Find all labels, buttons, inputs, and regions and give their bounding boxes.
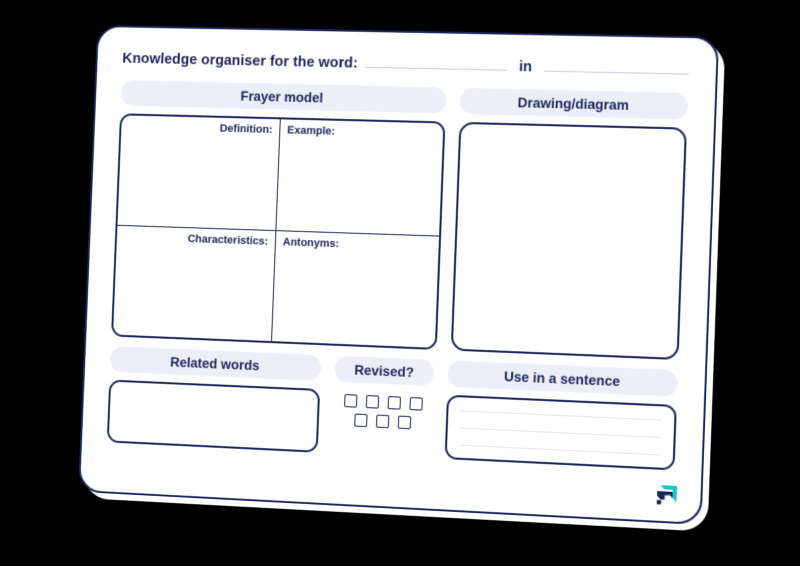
revised-checkbox-row-1 [343, 394, 423, 411]
frayer-cell-antonyms[interactable]: Antonyms: [282, 235, 340, 250]
section-header-drawing-diagram: Drawing/diagram [459, 87, 689, 120]
frayer-cell-definition[interactable]: Definition: [117, 115, 281, 230]
frayer-row-bottom: Characteristics: Antonyms: [113, 225, 439, 348]
revised-checkbox[interactable] [397, 415, 411, 430]
section-header-related-words: Related words [109, 346, 322, 382]
header-connector-label: in [518, 58, 533, 76]
sentence-rule-line [460, 409, 662, 421]
revised-checkbox[interactable] [353, 413, 368, 428]
revised-checkbox[interactable] [375, 414, 389, 429]
sentence-rule-line [459, 427, 662, 438]
sentence-rule-line [459, 444, 661, 455]
top-section-headers: Frayer model Drawing/diagram [120, 80, 689, 120]
frayer-cell-characteristics[interactable]: Characteristics: [113, 225, 277, 342]
drawing-diagram-area[interactable] [450, 121, 687, 361]
revised-checkbox[interactable] [343, 394, 357, 408]
worksheet-card-group: Knowledge organiser for the word: in Fra… [78, 24, 726, 532]
subject-fill-line[interactable] [543, 57, 690, 75]
revised-checkbox[interactable] [408, 397, 423, 411]
brand-logo [652, 482, 680, 510]
section-header-revised: Revised? [334, 355, 435, 387]
related-words-area[interactable] [106, 379, 321, 453]
use-in-a-sentence-area[interactable] [444, 394, 677, 471]
worksheet-card: Knowledge organiser for the word: in Fra… [78, 24, 720, 526]
revised-checkbox[interactable] [387, 396, 401, 410]
revised-checkbox[interactable] [365, 395, 379, 409]
revised-checkbox-group [332, 390, 433, 431]
bottom-content-row [106, 379, 677, 479]
page-title: Knowledge organiser for the word: [122, 50, 359, 72]
section-header-frayer-model: Frayer model [120, 80, 447, 114]
frayer-cell-example[interactable]: Example: [286, 124, 336, 138]
revised-checkbox-row-2 [353, 413, 411, 430]
frayer-row-top: Definition: Example: [117, 115, 444, 237]
brand-logo-icon [656, 485, 678, 505]
section-header-use-in-a-sentence: Use in a sentence [447, 360, 679, 397]
frayer-model-grid: Definition: Example: Characteristics: An… [111, 113, 446, 350]
